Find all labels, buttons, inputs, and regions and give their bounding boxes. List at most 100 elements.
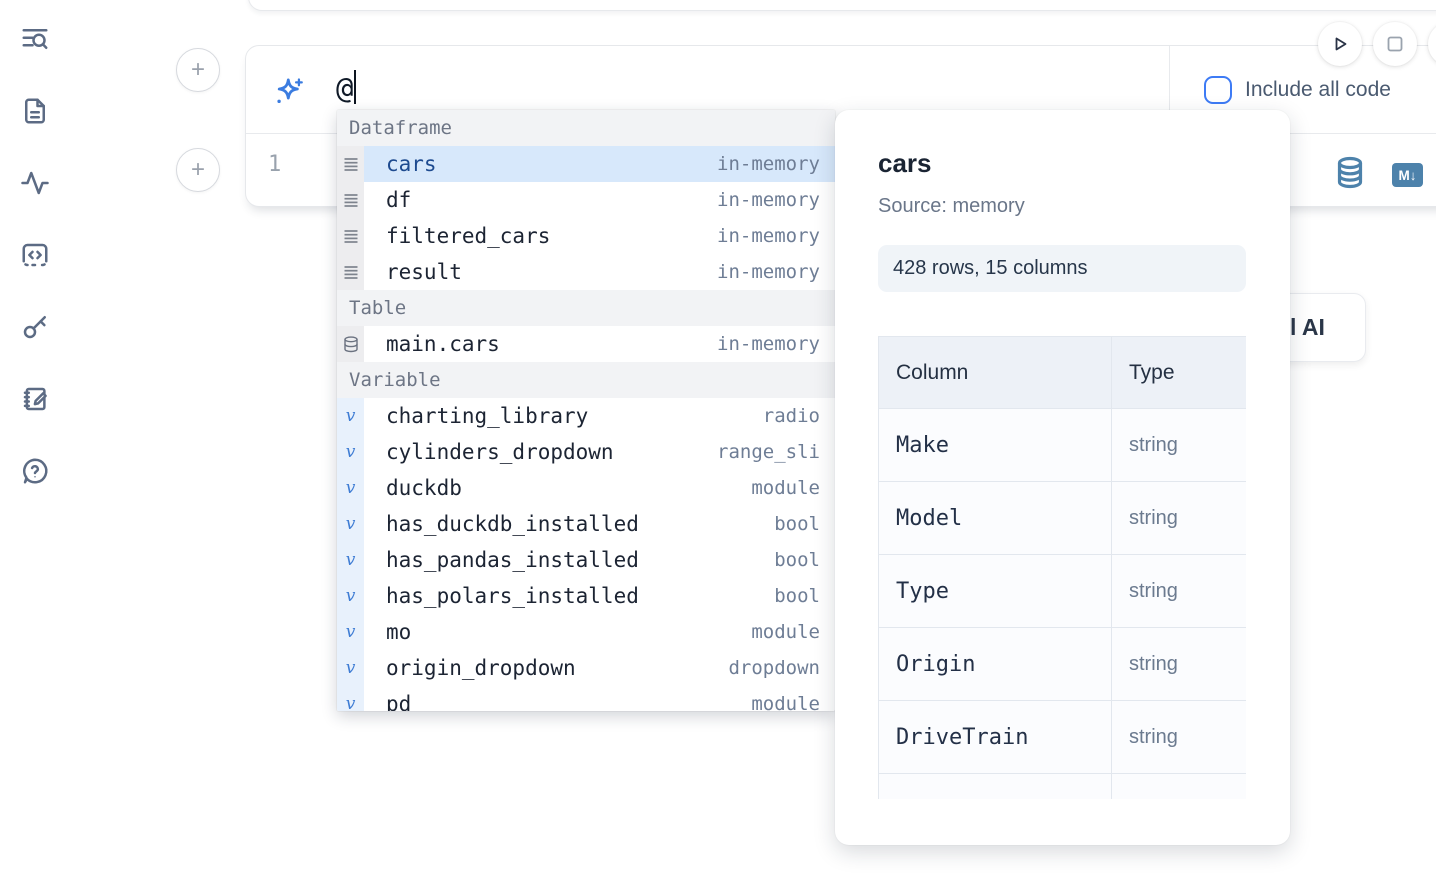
code-editor-row[interactable]: 1 M↓ [246, 134, 1436, 207]
item-name: cars [386, 152, 437, 176]
run-cell-button[interactable] [1318, 22, 1362, 66]
item-name: df [386, 188, 412, 212]
column-name-cell: Origin [878, 627, 1112, 701]
item-name: result [386, 260, 462, 284]
add-cell-button[interactable]: + [176, 148, 220, 192]
clipped-toolbar-button[interactable] [1428, 22, 1436, 66]
item-name: has_pandas_installed [386, 548, 639, 572]
ai-sparkles-icon [272, 75, 306, 114]
key-icon[interactable] [18, 310, 52, 344]
item-body: main.cars in-memory [364, 326, 835, 362]
item-icon-gutter: v [337, 686, 364, 711]
snippets-icon[interactable] [18, 238, 52, 272]
item-detail: bool [774, 549, 820, 571]
activity-icon[interactable] [18, 166, 52, 200]
item-detail: module [751, 477, 820, 499]
ai-card-label: l AI [1290, 314, 1325, 340]
column-name-cell: DriveTrain [878, 700, 1112, 774]
dataframe-rows-icon [344, 230, 357, 243]
ai-prompt-row[interactable]: @ Include all code [246, 46, 1436, 134]
scratchpad-icon[interactable] [18, 382, 52, 416]
left-sidebar [18, 22, 58, 526]
include-all-code-label: Include all code [1245, 78, 1391, 101]
autocomplete-item-mo[interactable]: v mo module [337, 614, 835, 650]
help-chat-icon[interactable] [18, 454, 52, 488]
table-of-contents-search-icon[interactable] [18, 22, 52, 56]
variable-v-icon: v [345, 514, 356, 534]
item-detail: in-memory [717, 153, 820, 175]
column-type-cell: string [1111, 627, 1246, 701]
file-document-icon[interactable] [18, 94, 52, 128]
variable-v-icon: v [345, 442, 356, 462]
divider [1169, 46, 1170, 133]
type-header: Type [1111, 336, 1246, 409]
item-icon-gutter: v [337, 650, 364, 686]
ai-prompt-input[interactable]: @ [336, 70, 357, 105]
autocomplete-item-main.cars[interactable]: main.cars in-memory [337, 326, 835, 362]
item-name: has_duckdb_installed [386, 512, 639, 536]
item-body: has_pandas_installed bool [364, 542, 835, 578]
item-detail: in-memory [717, 261, 820, 283]
item-detail: in-memory [717, 333, 820, 355]
item-icon-gutter [337, 218, 364, 254]
item-name: main.cars [386, 332, 500, 356]
variable-v-icon: v [345, 622, 356, 642]
panel-source: Source: memory [878, 195, 1025, 217]
item-icon-gutter: v [337, 578, 364, 614]
item-name: origin_dropdown [386, 656, 576, 680]
stop-button[interactable] [1373, 22, 1417, 66]
markdown-icon[interactable]: M↓ [1392, 163, 1423, 187]
item-name: duckdb [386, 476, 462, 500]
item-icon-gutter: v [337, 614, 364, 650]
dataframe-rows-icon [344, 266, 357, 279]
item-icon-gutter: v [337, 434, 364, 470]
column-type-cell: string [1111, 700, 1246, 774]
database-icon[interactable] [1335, 156, 1365, 194]
play-icon [1335, 37, 1347, 51]
item-name: pd [386, 692, 412, 711]
include-all-code-toggle[interactable]: Include all code [1204, 46, 1391, 134]
item-icon-gutter [337, 326, 364, 362]
item-detail: in-memory [717, 225, 820, 247]
stop-icon [1387, 36, 1403, 52]
item-name: mo [386, 620, 412, 644]
table-row-partial [878, 773, 1246, 799]
column-type-cell: string [1111, 554, 1246, 628]
column-name-cell: Type [878, 554, 1112, 628]
column-header: Column [878, 336, 1112, 409]
include-all-code-checkbox[interactable] [1204, 76, 1232, 104]
item-detail: range_sli [717, 441, 820, 463]
variable-v-icon: v [345, 586, 356, 606]
item-detail: module [751, 621, 820, 643]
variable-v-icon: v [345, 658, 356, 678]
item-body: result in-memory [364, 254, 835, 290]
autocomplete-item-result[interactable]: result in-memory [337, 254, 835, 290]
variable-v-icon: v [345, 406, 356, 426]
database-icon [343, 335, 358, 352]
item-icon-gutter [337, 182, 364, 218]
autocomplete-item-cars[interactable]: cars in-memory [337, 146, 835, 182]
item-body: cars in-memory [364, 146, 835, 182]
add-cell-button[interactable]: + [176, 48, 220, 92]
